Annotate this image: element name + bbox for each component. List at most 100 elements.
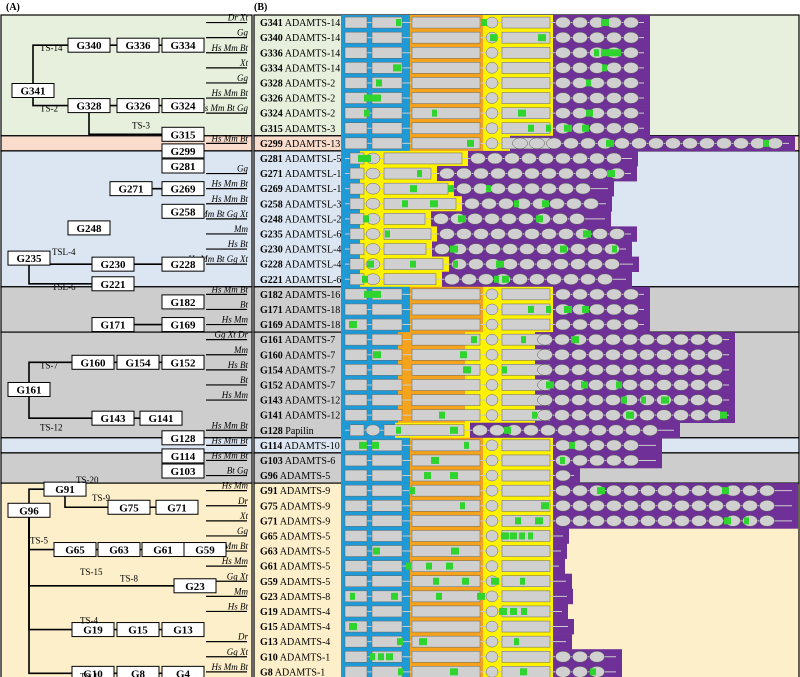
leaf-species-label: Hs Mm Bt (211, 179, 249, 189)
tsr-domain (589, 288, 605, 301)
tree-node-label: G169 (170, 320, 196, 332)
tsr-domain (524, 228, 540, 240)
group-band-gray3-a (0, 452, 253, 484)
domain-box (371, 545, 403, 557)
domain-ellipse (485, 47, 499, 59)
architecture-G230 (341, 241, 632, 257)
row-name: ADAMTSL-2 (283, 214, 342, 225)
domain-box (371, 364, 403, 376)
tsr-domain (555, 62, 571, 74)
tsr-domain (478, 273, 494, 285)
domain-ellipse (365, 424, 381, 436)
row-id: G235 (260, 229, 283, 240)
domain-box (411, 137, 481, 150)
tsr-domain (708, 500, 724, 512)
feature-mark (364, 109, 370, 117)
domain-box (349, 243, 365, 255)
feature-mark (528, 305, 534, 313)
leaf-species-label: Hs Mm Bt (211, 194, 249, 204)
domain-box (501, 288, 551, 301)
tsr-domain (609, 228, 625, 240)
row-name: ADAMTSL-4 (283, 260, 342, 271)
tsr-domain (642, 424, 658, 436)
tsr-domain (555, 107, 571, 119)
feature-mark (661, 396, 669, 404)
tree-node-G230 (91, 256, 135, 272)
tree-node-G4 (161, 665, 205, 677)
feature-mark (364, 290, 371, 298)
architecture-G75 (341, 498, 798, 514)
row-id: G221 (260, 275, 283, 286)
domain-ellipse (485, 545, 499, 557)
feature-mark (514, 200, 519, 208)
feature-mark (370, 653, 375, 661)
feature-mark (510, 607, 517, 615)
tsr-domain (622, 364, 638, 376)
tsr-domain (538, 152, 554, 165)
tsr-domain (674, 500, 690, 512)
feature-mark (378, 653, 384, 661)
domain-box (371, 349, 403, 361)
domain-box (411, 515, 481, 527)
domain-box (411, 92, 481, 104)
tsr-domain (606, 92, 622, 104)
row-name: ADAMTS-14 (283, 48, 341, 59)
tsr-domain (623, 47, 639, 59)
feature-mark (560, 245, 567, 253)
tsr-domain (759, 500, 775, 512)
domain-box (371, 575, 403, 587)
tsr-domain (639, 364, 655, 376)
branch-label: TS-3 (132, 120, 151, 130)
feature-mark (471, 336, 477, 344)
group-band-green-a (0, 14, 253, 137)
feature-mark (417, 170, 422, 178)
tsr-domain (555, 515, 571, 527)
tsr-domain (555, 651, 571, 663)
architecture-G299 (341, 135, 795, 152)
tsr-domain (570, 258, 586, 270)
domain-box (501, 651, 551, 663)
row-name: ADAMTS-1 (273, 667, 326, 677)
domain-box (501, 318, 551, 331)
domain-box (344, 364, 368, 376)
tree-node-label: G271 (118, 184, 143, 196)
feature-mark (432, 109, 437, 117)
feature-mark (391, 592, 398, 600)
domain-ellipse (485, 77, 499, 89)
tsr-domain (473, 167, 489, 180)
leaf-species-label: Hs Mm (221, 481, 249, 491)
domain-box (383, 152, 463, 165)
row-label-G160: G160 ADAMTS-7 (260, 350, 335, 361)
feature-mark (363, 215, 369, 223)
feature-mark (626, 411, 634, 419)
feature-mark (606, 139, 614, 147)
tsr-domain (572, 651, 588, 663)
feature-mark (398, 668, 403, 676)
feature-mark (446, 562, 453, 570)
tree-node-label: G269 (170, 184, 196, 196)
tree-node-G103 (161, 463, 205, 479)
feature-mark (586, 109, 593, 117)
row-id: G19 (260, 607, 278, 618)
leaf-species-label: Gg (237, 28, 248, 38)
tsr-domain (606, 439, 622, 452)
tsr-domain (572, 515, 588, 527)
leaf-species-label: Hs Mm Bt Gg Xt (187, 254, 248, 264)
tsr-domain (605, 394, 621, 406)
architecture-G61 (341, 558, 565, 574)
tsr-domain (470, 152, 486, 165)
row-id: G248 (260, 214, 283, 225)
tree-node-label: G160 (80, 357, 106, 369)
tsr-domain (507, 167, 523, 180)
tree-node-G65 (53, 542, 97, 558)
row-name: ADAMTS-2 (283, 94, 336, 105)
domain-box (411, 439, 481, 452)
tsr-domain (523, 424, 539, 436)
tsr-domain (572, 77, 588, 89)
domain-box (344, 92, 368, 104)
row-label-G91: G91 ADAMTS-9 (260, 486, 330, 497)
tsr-domain (589, 454, 605, 467)
tsr-domain (552, 213, 568, 225)
feature-mark (499, 607, 507, 615)
tsr-domain (563, 137, 579, 150)
